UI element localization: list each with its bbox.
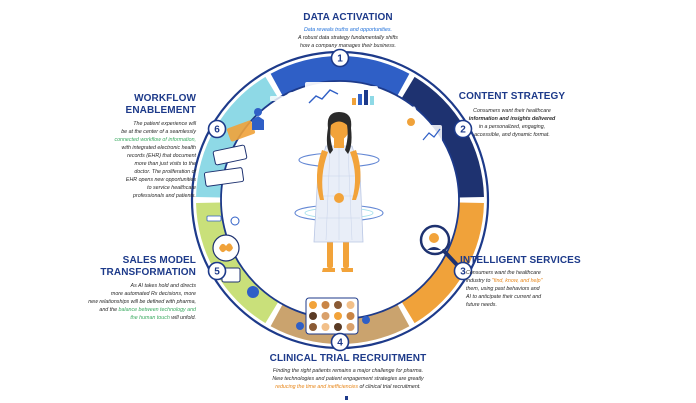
patient-face bbox=[309, 312, 317, 320]
patient-face bbox=[321, 323, 330, 331]
patient-face bbox=[334, 323, 342, 331]
patient-face bbox=[321, 312, 330, 320]
workflow-line6: more than just visits to the bbox=[134, 161, 196, 167]
content-strategy-line3: in a personalized, engaging, bbox=[478, 124, 546, 130]
analytics-dashboard-icon bbox=[270, 82, 378, 108]
ring-segment-2 bbox=[401, 76, 484, 198]
sales-model-line5: the human touch will unfold. bbox=[36, 315, 196, 322]
intelligent-services-line3: them, using past behaviors and bbox=[466, 286, 540, 292]
data-activation-line1: Data reveals truths and opportunities. bbox=[303, 27, 393, 33]
patient-face bbox=[309, 323, 317, 331]
patient-grid-icon bbox=[296, 297, 370, 335]
clinical-trial-line1: Finding the right patients remains a maj… bbox=[272, 368, 424, 374]
intelligent-services-line2-b: "find, know, and help" bbox=[491, 278, 543, 284]
badge-number-2: 2 bbox=[460, 125, 466, 136]
clinical-trial-line2: New technologies and patient engagement … bbox=[272, 376, 424, 382]
clinical-trial-line3: reducing the time and inefficiencies of … bbox=[0, 384, 696, 391]
badge-circle-3 bbox=[453, 261, 473, 281]
clinical-trial-line3-b: of clinical trial recruitment. bbox=[358, 384, 421, 390]
clinical-trial-line3-a: reducing the time and inefficiencies bbox=[275, 384, 359, 390]
data-activation-line2: A robust data strategy fundamentally shi… bbox=[298, 35, 398, 41]
badge-number-5: 5 bbox=[214, 267, 220, 278]
page-marker bbox=[345, 396, 348, 400]
patient-face bbox=[346, 301, 355, 309]
mobile-content-icon bbox=[398, 106, 448, 186]
badge-circle-6 bbox=[207, 119, 227, 139]
intelligent-services-line4: AI to anticipate their current and bbox=[466, 294, 542, 300]
badge-2: 2 bbox=[453, 119, 473, 139]
patient-face bbox=[346, 323, 355, 331]
badge-number-6: 6 bbox=[214, 125, 220, 136]
title-content-strategy: CONTENT STRATEGY bbox=[458, 91, 566, 102]
intelligent-services-line2: industry to "find, know, and help" bbox=[466, 278, 596, 285]
workflow-line8: EHR opens new opportunities bbox=[125, 177, 196, 183]
patient-figure bbox=[294, 112, 384, 272]
intelligent-services-line5: future needs. bbox=[466, 302, 497, 308]
ring-segment-3 bbox=[401, 202, 484, 324]
badge-number-1: 1 bbox=[337, 54, 343, 65]
patient-face bbox=[334, 312, 342, 320]
segment-number-badges: 1 2 3 4 5 6 bbox=[207, 48, 473, 352]
badge-4: 4 bbox=[330, 332, 350, 352]
workflow-line1: The patient experience will bbox=[133, 121, 196, 127]
workflow-line5: records (EHR) that document bbox=[127, 153, 196, 159]
patient-face bbox=[309, 301, 317, 309]
sales-model-line4-b: balance between technology and bbox=[118, 307, 196, 313]
badge-circle-4 bbox=[330, 332, 350, 352]
badge-6: 6 bbox=[207, 119, 227, 139]
badge-5: 5 bbox=[207, 261, 227, 281]
ai-brain-icon bbox=[206, 215, 259, 298]
sales-model-line4: and the balance between technology and bbox=[36, 307, 196, 314]
workflow-line10: professionals and patients. bbox=[132, 193, 196, 199]
data-activation-line3: how a company manages their business. bbox=[300, 43, 396, 49]
sales-model-line1: As AI takes hold and directs bbox=[130, 283, 196, 289]
badge-1: 1 bbox=[330, 48, 350, 68]
title-clinical-trial: CLINICAL TRIAL RECRUITMENT bbox=[269, 353, 427, 364]
title-sales-model-2: TRANSFORMATION bbox=[100, 267, 196, 278]
title-intelligent-services: INTELLIGENT SERVICES bbox=[460, 255, 581, 266]
content-strategy-line1: Consumers want their healthcare bbox=[473, 108, 551, 114]
sales-model-line5-b: will unfold. bbox=[169, 315, 196, 321]
badge-circle-5 bbox=[207, 261, 227, 281]
title-data-activation: DATA ACTIVATION bbox=[303, 12, 393, 23]
magnifier-search-icon bbox=[404, 211, 460, 268]
badge-number-3: 3 bbox=[460, 267, 466, 278]
title-workflow-1: WORKFLOW bbox=[134, 93, 196, 104]
badge-circle-2 bbox=[453, 119, 473, 139]
workflow-line7: doctor. The proliferation of bbox=[134, 169, 196, 175]
title-workflow-2: ENABLEMENT bbox=[125, 105, 196, 116]
badge-circle-1 bbox=[330, 48, 350, 68]
ehr-records-icon bbox=[203, 108, 264, 187]
intelligent-services-line1: Consumers want the healthcare bbox=[466, 270, 541, 276]
patient-face bbox=[334, 301, 342, 309]
badge-number-4: 4 bbox=[337, 338, 343, 349]
badge-3: 3 bbox=[453, 261, 473, 281]
intelligent-services-line2-a: industry to bbox=[466, 278, 492, 284]
title-sales-model-1: SALES MODEL bbox=[122, 255, 196, 266]
hair bbox=[326, 112, 352, 154]
sales-model-line3: new relationships will be defined with p… bbox=[88, 299, 196, 305]
workflow-line2: be at the center of a seamlessly bbox=[121, 129, 196, 135]
sales-model-line4-a: and the bbox=[99, 307, 119, 313]
segment-illustrations bbox=[203, 82, 460, 335]
workflow-line4: with integrated electronic health bbox=[121, 145, 197, 151]
sales-model-line2: more automated Rx decisions, more bbox=[110, 291, 196, 297]
patient-face bbox=[321, 301, 330, 309]
workflow-line9: to service healthcare bbox=[147, 185, 196, 191]
content-strategy-line4: accessible, and dynamic format. bbox=[474, 132, 550, 138]
sales-model-line5-a: the human touch bbox=[130, 315, 170, 321]
content-strategy-line2: information and insights delivered bbox=[468, 116, 556, 122]
workflow-line3: connected workflow of information, bbox=[114, 137, 196, 143]
patient-face bbox=[346, 312, 355, 320]
